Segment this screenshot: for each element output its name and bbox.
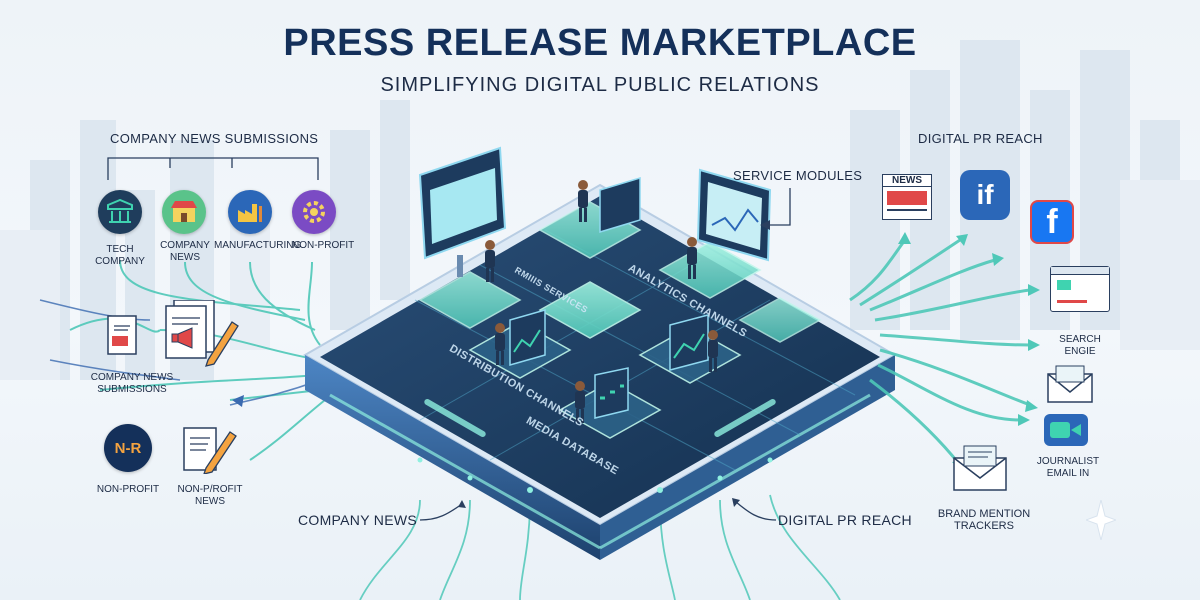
newspaper-icon: NEWS [882, 174, 932, 220]
sparkle-icon [1086, 500, 1116, 540]
documents-megaphone-icon [107, 300, 239, 367]
brand-mention-envelope-icon [953, 445, 1007, 491]
facebook-icon: f [1030, 200, 1074, 244]
page-subtitle: SIMPLIFYING DIGITAL PUBLIC RELATIONS [380, 74, 820, 96]
factory-icon [228, 190, 272, 234]
browser-window-icon [1050, 266, 1110, 312]
facebook-glyph: f [1046, 203, 1058, 241]
email-envelope-icon [1047, 365, 1093, 403]
tech-company-icon [98, 190, 142, 234]
company-news-pointer [419, 500, 466, 521]
news-document-pencil-icon [183, 427, 237, 474]
storefront-icon [162, 190, 206, 234]
page-title: PRESS RELEASE MARKETPLACE [283, 22, 917, 64]
manufacturing-label: MANUFACTURING [214, 240, 302, 251]
news-badge-label: NEWS [883, 175, 931, 187]
digital-pr-reach-pointer [732, 498, 777, 521]
non-profit-logo-icon: N-R [104, 424, 152, 472]
digital-pr-reach-footer-label: DIGITAL PR REACH [778, 512, 912, 528]
non-profit-label: NON-PROFIT [96, 484, 160, 495]
social-glyph: if [976, 179, 994, 210]
company-news-footer-label: COMPANY NEWS [298, 512, 417, 528]
non-profit-logo-text: N-R [114, 439, 142, 457]
company-news-submissions-heading: COMPANY NEWS SUBMISSIONS [110, 131, 319, 146]
service-modules-label: SERVICE MODULES [733, 168, 863, 183]
gear-icon [292, 190, 336, 234]
non-profit-category-label: NON-PROFIT [292, 240, 355, 251]
video-camera-icon [1044, 414, 1088, 446]
digital-pr-reach-heading: DIGITAL PR REACH [918, 131, 1043, 146]
social-media-icon: if [960, 170, 1010, 220]
